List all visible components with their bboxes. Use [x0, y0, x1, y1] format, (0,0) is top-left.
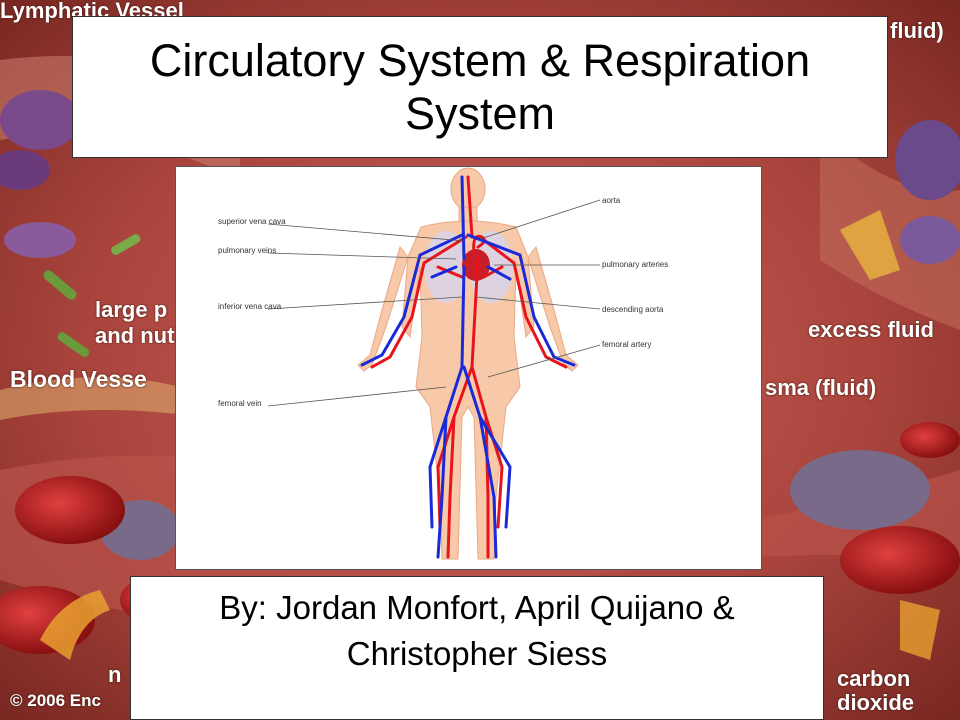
label-inferior-vena-cava: inferior vena cava: [218, 302, 282, 311]
slide-title: Circulatory System & Respiration System: [149, 35, 811, 139]
leader-lines: [267, 199, 601, 407]
label-femoral-artery: femoral artery: [602, 340, 651, 349]
bg-label-large-p: large p: [95, 297, 168, 322]
bg-label-carbon: carbon: [837, 666, 911, 691]
bg-label-and-nut: and nut: [95, 323, 175, 348]
bg-label-dioxide: dioxide: [837, 690, 915, 715]
circulatory-diagram-svg: superior vena cava pulmonary veins infer…: [218, 167, 668, 560]
arteries: [370, 175, 568, 559]
label-descending-aorta: descending aorta: [602, 305, 664, 314]
label-pulmonary-veins: pulmonary veins: [218, 246, 276, 255]
heart: [462, 249, 490, 281]
label-pulmonary-arteries: pulmonary arteries: [602, 260, 668, 269]
subtitle-box: By: Jordan Monfort, April Quijano & Chri…: [130, 576, 824, 720]
bg-label-plasma: sma (fluid): [765, 375, 877, 400]
label-superior-vena-cava: superior vena cava: [218, 217, 286, 226]
bg-label-fluid-top: fluid): [890, 18, 944, 43]
bg-label-blood-vessel: Blood Vesse: [10, 366, 147, 392]
bg-label-excess-fluid: excess fluid: [808, 317, 934, 342]
veins: [360, 175, 576, 559]
label-aorta: aorta: [602, 196, 621, 205]
bg-label-n: n: [108, 662, 122, 687]
title-box: Circulatory System & Respiration System: [72, 16, 888, 158]
label-femoral-vein: femoral vein: [218, 399, 262, 408]
body-silhouette: [357, 167, 579, 560]
slide-subtitle: By: Jordan Monfort, April Quijano & Chri…: [219, 589, 735, 672]
bg-label-copyright: © 2006 Enc: [10, 691, 101, 710]
circulatory-diagram: superior vena cava pulmonary veins infer…: [175, 166, 762, 570]
